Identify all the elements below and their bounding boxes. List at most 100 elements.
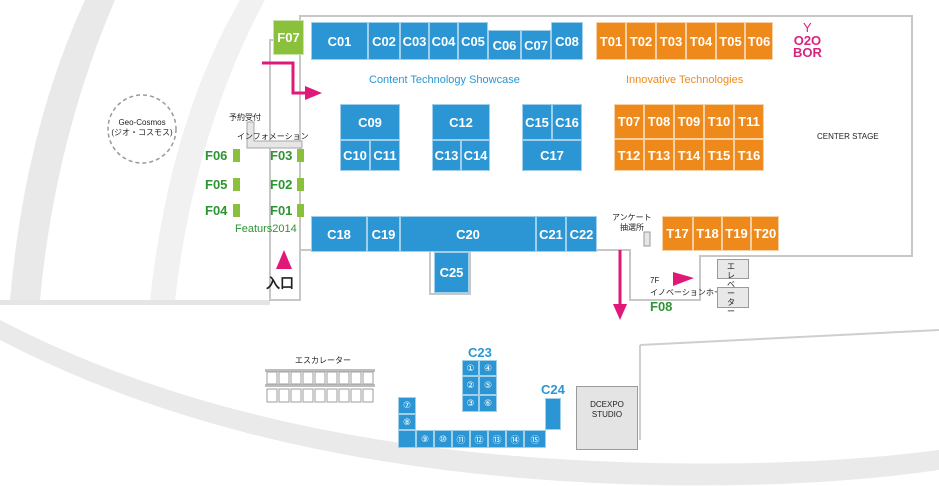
booth-c23-3[interactable]: ③	[462, 395, 479, 412]
booth-c23-9[interactable]: ⑨	[416, 430, 434, 448]
booth-t05[interactable]: T05	[716, 22, 745, 60]
booth-c23-7[interactable]: ⑦	[398, 397, 416, 414]
booth-c20[interactable]: C20	[400, 216, 536, 252]
outer-curve	[10, 0, 115, 300]
content-section-label: Content Technology Showcase	[369, 74, 520, 86]
booth-c12[interactable]: C12	[432, 104, 490, 140]
booth-c23-6[interactable]: ⑥	[479, 395, 497, 412]
booth-c21[interactable]: C21	[536, 216, 566, 252]
f08-arrow	[673, 272, 694, 286]
booth-c05[interactable]: C05	[458, 22, 488, 60]
booth-t03[interactable]: T03	[656, 22, 686, 60]
booth-c06[interactable]: C06	[488, 30, 521, 60]
booth-c14[interactable]: C14	[461, 140, 490, 171]
booth-t20[interactable]: T20	[751, 216, 779, 251]
booth-t04[interactable]: T04	[686, 22, 716, 60]
booth-c07[interactable]: C07	[521, 30, 551, 60]
elevator-box-top	[717, 259, 749, 279]
outer-curve-2	[150, 0, 265, 300]
booth-f04[interactable]: F04	[205, 203, 228, 218]
booth-c13[interactable]: C13	[432, 140, 461, 171]
booth-c23-4[interactable]: ④	[479, 360, 497, 376]
booth-c23-5[interactable]: ⑤	[479, 376, 497, 395]
booth-t08[interactable]: T08	[644, 104, 674, 139]
booth-c24[interactable]	[545, 398, 561, 430]
c23-label: C23	[468, 345, 492, 360]
booth-f06[interactable]: F06	[205, 148, 228, 163]
logo-stem-icon: Y	[803, 20, 812, 35]
booth-f01[interactable]: F01	[270, 203, 293, 218]
floor-7f-label: 7F	[650, 276, 660, 285]
dcexpo-studio-label: DCEXPO STUDIO	[590, 400, 624, 419]
booth-f05[interactable]: F05	[205, 177, 228, 192]
booth-c23-1[interactable]: ①	[462, 360, 479, 376]
booth-t12[interactable]: T12	[614, 139, 644, 171]
booth-t07[interactable]: T07	[614, 104, 644, 139]
booth-t11[interactable]: T11	[734, 104, 764, 139]
booth-t16[interactable]: T16	[734, 139, 764, 171]
booth-c17[interactable]: C17	[522, 140, 582, 171]
booth-c23-13[interactable]: ⑬	[488, 430, 506, 448]
booth-c23-8[interactable]: ⑧	[398, 414, 416, 430]
booth-c23-11[interactable]: ⑪	[452, 430, 470, 448]
booth-c19[interactable]: C19	[367, 216, 400, 252]
survey-label-2: 抽選所	[620, 223, 644, 232]
booth-f07[interactable]: F07	[273, 20, 304, 55]
innovation-hall-label: イノベーションホール	[650, 288, 730, 297]
elevator-box-bottom	[717, 287, 749, 308]
booth-t10[interactable]: T10	[704, 104, 734, 139]
booth-t06[interactable]: T06	[745, 22, 773, 60]
booth-t13[interactable]: T13	[644, 139, 674, 171]
booth-t14[interactable]: T14	[674, 139, 704, 171]
booth-t17[interactable]: T17	[662, 216, 693, 251]
lower-sweep	[0, 300, 270, 305]
booth-f06-marker	[233, 149, 240, 162]
innovative-section-label: Innovative Technologies	[626, 74, 744, 86]
booth-t18[interactable]: T18	[693, 216, 722, 251]
information-label: インフォメーション	[237, 132, 309, 141]
lower-arc	[0, 320, 939, 486]
booth-t09[interactable]: T09	[674, 104, 704, 139]
booth-c03[interactable]: C03	[400, 22, 429, 60]
booth-c11[interactable]: C11	[370, 140, 400, 171]
booth-t01[interactable]: T01	[596, 22, 626, 60]
dcexpo-studio[interactable]	[576, 386, 638, 450]
booth-f01-marker	[297, 204, 304, 217]
booth-f02[interactable]: F02	[270, 177, 293, 192]
geo-cosmos-circle	[107, 94, 177, 164]
entrance-arrow-up	[276, 250, 292, 269]
reception-label: 予約受付	[229, 113, 261, 122]
booth-c23-14[interactable]: ⑭	[506, 430, 524, 448]
booth-c23-base	[398, 430, 416, 448]
survey-booth	[643, 231, 651, 247]
booth-c10[interactable]: C10	[340, 140, 370, 171]
elevator-label: エレベーター	[727, 262, 735, 316]
booth-c04[interactable]: C04	[429, 22, 458, 60]
booth-c15[interactable]: C15	[522, 104, 552, 140]
booth-c01[interactable]: C01	[311, 22, 368, 60]
booth-c25[interactable]: C25	[434, 252, 469, 293]
entrance-path-arrow	[262, 61, 307, 95]
booth-t19[interactable]: T19	[722, 216, 751, 251]
center-stage-label: CENTER STAGE	[817, 132, 879, 141]
booth-c18[interactable]: C18	[311, 216, 367, 252]
booth-c23-15[interactable]: ⑮	[524, 430, 546, 448]
c24-label: C24	[541, 382, 565, 397]
booth-c08[interactable]: C08	[551, 22, 583, 60]
entrance-path-arrowhead	[305, 86, 322, 100]
booth-c23-2[interactable]: ②	[462, 376, 479, 395]
booth-f08[interactable]: F08	[650, 299, 673, 314]
reception-counter	[246, 121, 303, 149]
booth-c09[interactable]: C09	[340, 104, 400, 140]
booth-c23-12[interactable]: ⑫	[470, 430, 488, 448]
survey-label-1: アンケート	[612, 213, 652, 222]
booth-c16[interactable]: C16	[552, 104, 582, 140]
booth-t15[interactable]: T15	[704, 139, 734, 171]
features-label: Featurs2014	[235, 223, 297, 235]
booth-t02[interactable]: T02	[626, 22, 656, 60]
booth-c23-10[interactable]: ⑩	[434, 430, 452, 448]
booth-c22[interactable]: C22	[566, 216, 597, 252]
booth-c02[interactable]: C02	[368, 22, 400, 60]
booth-f03[interactable]: F03	[270, 148, 293, 163]
